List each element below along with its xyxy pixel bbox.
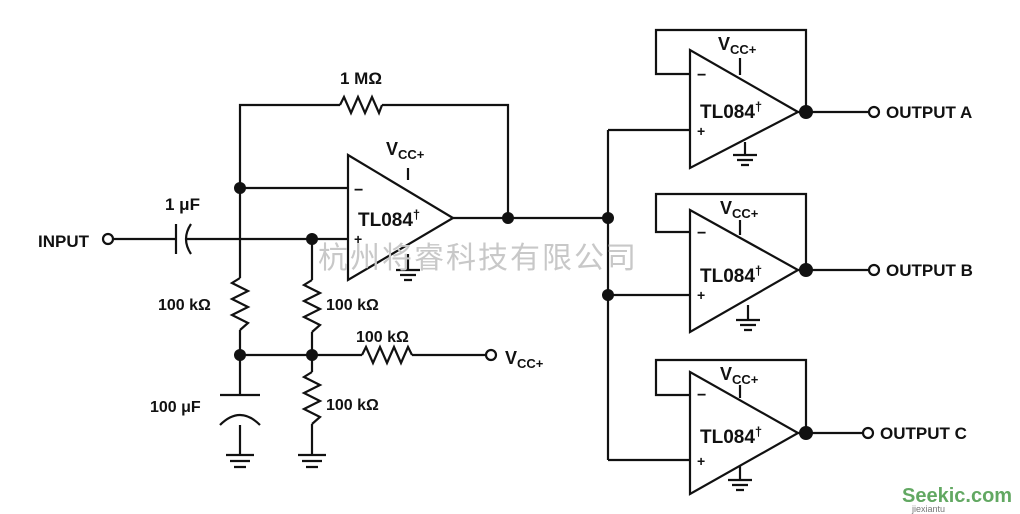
vcc-label-c: VCC+: [720, 364, 759, 387]
opamp-main-label: TL084†: [358, 207, 420, 231]
vcc-label-b: VCC+: [720, 198, 759, 221]
site-watermark-sub: jiexiantu: [911, 504, 945, 514]
ground-symbols: [226, 153, 760, 492]
minus-sign-a: −: [697, 67, 706, 84]
resistor-left-label: 100 kΩ: [158, 297, 211, 314]
bypass-capacitor: [219, 393, 261, 426]
resistor-vcc-label: 100 kΩ: [356, 329, 409, 346]
feedback-resistor: [339, 94, 384, 116]
junction-dots: [234, 105, 813, 440]
plus-sign-main: +: [354, 231, 362, 247]
minus-sign-main: −: [354, 182, 363, 199]
input-label: INPUT: [38, 232, 90, 251]
input-capacitor: [174, 223, 192, 255]
resistor-vcc: [361, 344, 413, 366]
terminals: [101, 105, 881, 440]
resistor-left: [229, 277, 251, 331]
company-watermark: 杭州将睿科技有限公司: [318, 241, 638, 276]
opamp-main: [346, 153, 456, 282]
opamp-a-label: TL084†: [700, 99, 762, 123]
opamp-buffer-a: [688, 48, 801, 170]
vcc-label-main: VCC+: [386, 139, 425, 162]
vcc-label-a: VCC+: [718, 34, 757, 57]
site-watermark: Seekic.com: [902, 485, 1012, 507]
output-a-label: OUTPUT A: [886, 103, 972, 122]
opamp-c-label: TL084†: [700, 424, 762, 448]
vcc-label-bias: VCC+: [505, 348, 544, 371]
bypass-capacitor-label: 100 μF: [150, 399, 201, 416]
opamp-buffer-b: [688, 208, 801, 334]
minus-sign-c: −: [697, 387, 706, 404]
output-c-label: OUTPUT C: [880, 424, 967, 443]
plus-sign-a: +: [697, 123, 705, 139]
plus-sign-c: +: [697, 453, 705, 469]
resistor-mid-lower: [301, 371, 323, 425]
opamp-b-label: TL084†: [700, 263, 762, 287]
opamp-buffer-c: [688, 370, 801, 496]
input-capacitor-label: 1 μF: [165, 195, 200, 214]
feedback-resistor-label: 1 MΩ: [340, 69, 382, 88]
wires: [114, 28, 868, 462]
minus-sign-b: −: [697, 225, 706, 242]
output-b-label: OUTPUT B: [886, 261, 973, 280]
plus-sign-b: +: [697, 287, 705, 303]
resistor-mid-lower-label: 100 kΩ: [326, 397, 379, 414]
resistor-mid-upper-label: 100 kΩ: [326, 297, 379, 314]
resistor-mid-upper: [301, 279, 323, 333]
